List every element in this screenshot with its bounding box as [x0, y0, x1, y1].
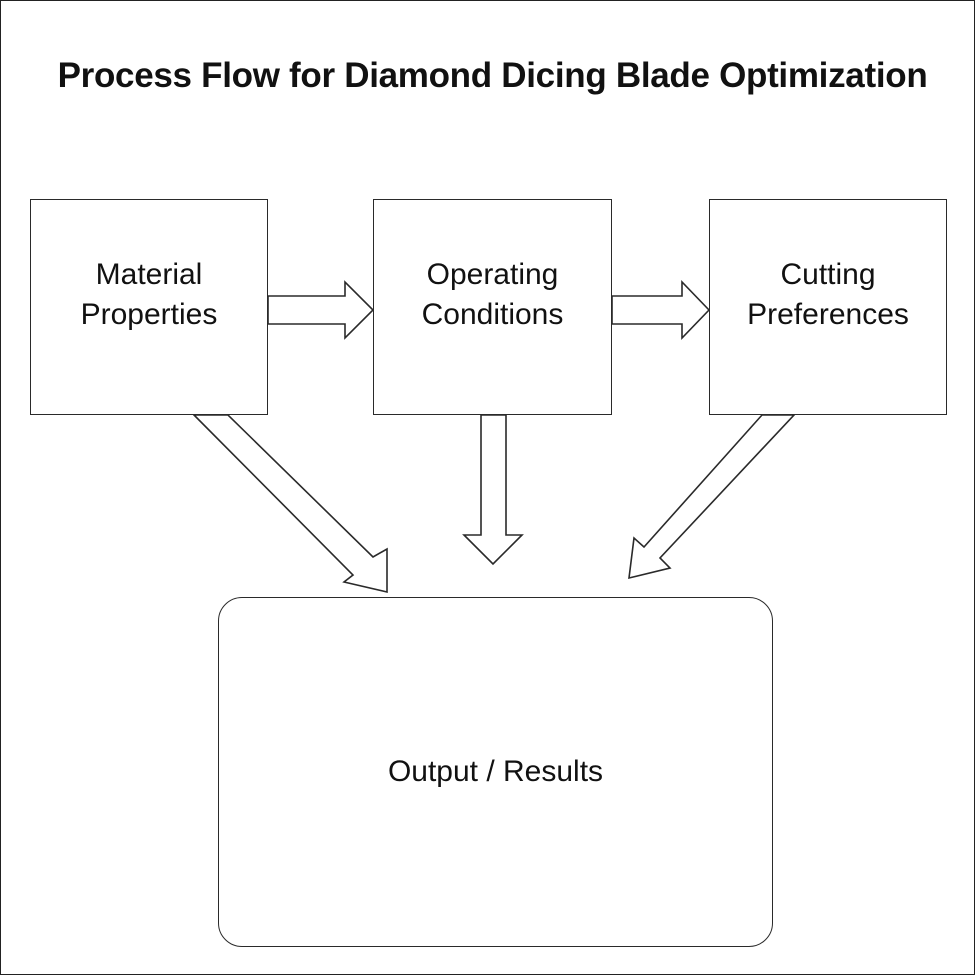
node-label: Material Properties: [81, 255, 218, 335]
arrow-material-to-output: [192, 414, 388, 594]
node-operating-conditions: Operating Conditions: [373, 199, 612, 415]
arrow-operating-to-output: [462, 414, 524, 566]
node-label: Output / Results: [387, 755, 604, 788]
arrow-operating-to-cutting: [611, 280, 711, 340]
node-label-line: Material: [95, 258, 203, 291]
node-label-line: Preferences: [747, 298, 909, 331]
node-label-line: Cutting: [780, 258, 876, 291]
node-output-results: Output / Results: [218, 597, 773, 947]
node-label: Cutting Preferences: [747, 255, 909, 335]
node-label-line: Properties: [80, 298, 218, 331]
node-label-line: Conditions: [421, 298, 564, 331]
node-label-line: Operating: [426, 258, 559, 291]
diagram-title: Process Flow for Diamond Dicing Blade Op…: [57, 56, 928, 95]
node-cutting-preferences: Cutting Preferences: [709, 199, 947, 415]
node-material-properties: Material Properties: [30, 199, 268, 415]
arrow-cutting-to-output: [628, 414, 796, 580]
node-label: Operating Conditions: [422, 255, 564, 335]
arrow-material-to-operating: [267, 280, 375, 340]
